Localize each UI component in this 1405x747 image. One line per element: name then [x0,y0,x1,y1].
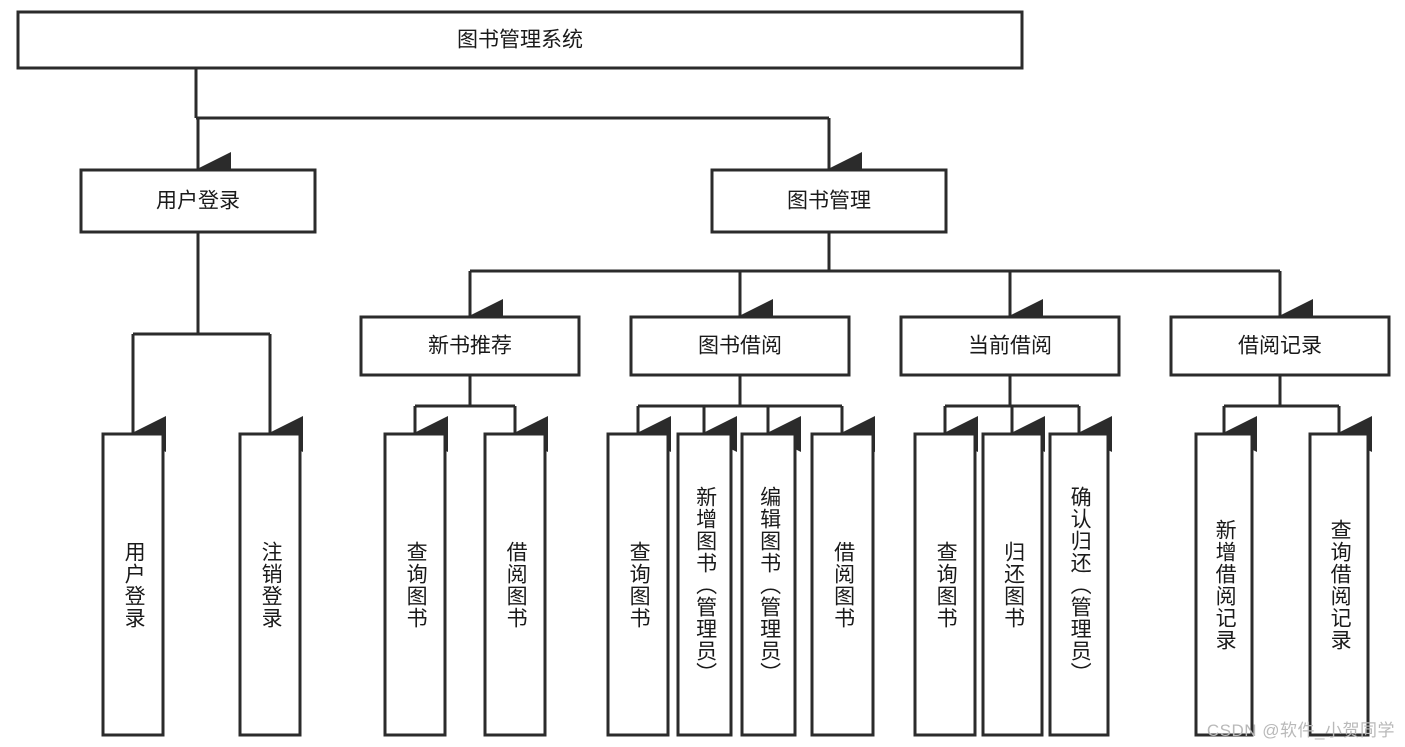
node-box-leaf-query-book-1[interactable] [383,432,447,737]
node-label-borrow-record: 借阅记录 [1238,335,1322,358]
node-label-user-login: 用户登录 [156,190,240,213]
node-box-leaf-borrow-book-2[interactable] [810,432,875,737]
node-box-undefined[interactable] [16,10,1024,70]
node-label-undefined: 图书管理系统 [457,29,583,52]
node-box-leaf-query-borrow-record[interactable] [1308,432,1370,737]
node-box-leaf-query-book-3[interactable] [913,432,977,737]
node-label-new-book-rec: 新书推荐 [428,335,512,358]
node-box-leaf-borrow-book-1[interactable] [483,432,547,737]
node-label-book-borrow: 图书借阅 [698,335,782,358]
node-box-leaf-return-book[interactable] [981,432,1044,737]
node-box-leaf-user-login[interactable] [101,432,165,737]
node-box-borrow-record[interactable] [1169,315,1391,377]
node-box-leaf-add-book-admin[interactable] [676,432,733,737]
node-box-leaf-add-borrow-record[interactable] [1194,432,1254,737]
node-box-book-borrow[interactable] [629,315,851,377]
node-box-leaf-query-book-2[interactable] [606,432,670,737]
node-box-leaf-confirm-return-admin[interactable] [1048,432,1110,737]
node-box-current-borrow[interactable] [899,315,1121,377]
node-label-book-manage: 图书管理 [787,190,871,213]
node-box-new-book-rec[interactable] [359,315,581,377]
node-box-leaf-edit-book-admin[interactable] [740,432,797,737]
node-box-user-login[interactable] [79,168,317,234]
node-box-book-manage[interactable] [710,168,948,234]
node-label-current-borrow: 当前借阅 [968,335,1052,358]
edges-layer [130,68,1372,452]
watermark-text: CSDN @软件_小贺同学 [1206,721,1395,740]
node-box-leaf-user-logout[interactable] [238,432,302,737]
